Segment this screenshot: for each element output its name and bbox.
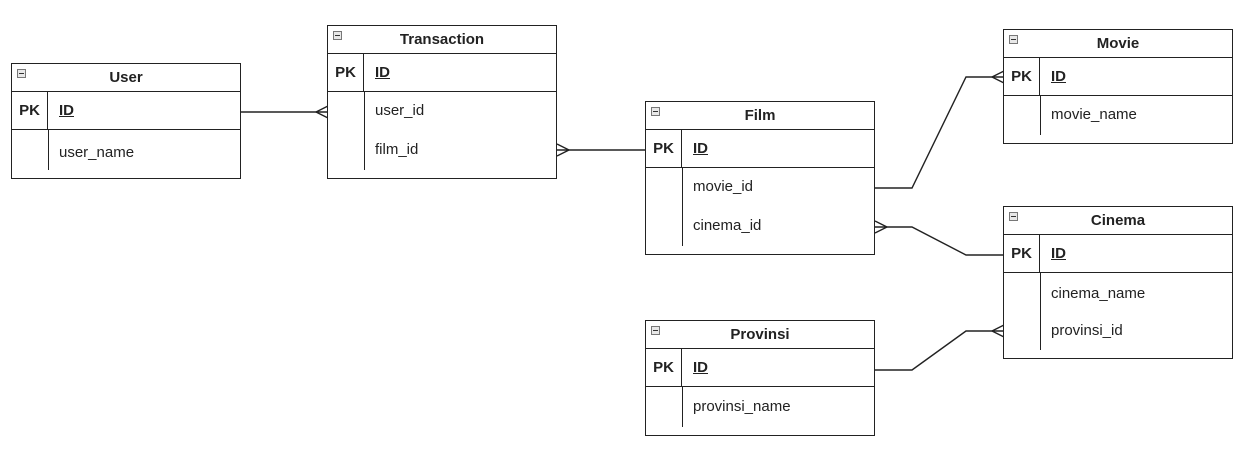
crows-foot-icon xyxy=(556,143,570,157)
primary-key-row[interactable]: PK ID xyxy=(1004,58,1232,96)
pk-label: PK xyxy=(646,349,682,386)
entity-title: Transaction xyxy=(399,31,485,48)
collapse-minus-icon[interactable] xyxy=(1009,35,1018,44)
attribute-field[interactable]: cinema_id xyxy=(693,217,762,234)
attribute-field[interactable]: provinsi_id xyxy=(1051,322,1123,339)
pk-field: ID xyxy=(1051,68,1066,85)
attribute-field[interactable]: movie_name xyxy=(1051,106,1137,123)
crows-foot-icon xyxy=(991,324,1005,338)
pk-field: ID xyxy=(693,359,708,376)
entity-provinsi[interactable]: Provinsi PK ID provinsi_name xyxy=(645,320,875,436)
attribute-field[interactable]: provinsi_name xyxy=(693,398,791,415)
attribute-list: provinsi_name xyxy=(646,387,874,435)
attribute-list: user_id film_id xyxy=(328,92,556,178)
crows-foot-icon xyxy=(315,105,329,119)
primary-key-row[interactable]: PK ID xyxy=(646,130,874,168)
attribute-list: user_name xyxy=(12,130,240,178)
connector-film-cinema[interactable] xyxy=(874,220,1004,256)
attribute-list: movie_id cinema_id xyxy=(646,168,874,254)
pk-label: PK xyxy=(646,130,682,167)
entity-movie[interactable]: Movie PK ID movie_name xyxy=(1003,29,1233,144)
entity-title: Film xyxy=(744,107,776,124)
entity-film[interactable]: Film PK ID movie_id cinema_id xyxy=(645,101,875,255)
attribute-field[interactable]: film_id xyxy=(375,141,419,158)
connector-user-transaction[interactable] xyxy=(241,105,329,119)
entity-title: Cinema xyxy=(1090,212,1146,229)
entity-header[interactable]: User xyxy=(12,64,240,92)
collapse-minus-icon[interactable] xyxy=(651,107,660,116)
primary-key-row[interactable]: PK ID xyxy=(328,54,556,92)
entity-title: Provinsi xyxy=(730,326,790,343)
entity-header[interactable]: Provinsi xyxy=(646,321,874,349)
collapse-minus-icon[interactable] xyxy=(651,326,660,335)
collapse-minus-icon[interactable] xyxy=(333,31,342,40)
pk-field: ID xyxy=(693,140,708,157)
pk-label: PK xyxy=(12,92,48,129)
crows-foot-icon xyxy=(991,70,1005,84)
entity-header[interactable]: Movie xyxy=(1004,30,1232,58)
primary-key-row[interactable]: PK ID xyxy=(12,92,240,130)
crows-foot-icon xyxy=(874,220,888,234)
entity-user[interactable]: User PK ID user_name xyxy=(11,63,241,179)
pk-label: PK xyxy=(328,54,364,91)
entity-title: Movie xyxy=(1096,35,1140,52)
attribute-list: movie_name xyxy=(1004,96,1232,143)
pk-field: ID xyxy=(59,102,74,119)
connector-provinsi-cinema[interactable] xyxy=(875,324,1005,371)
entity-transaction[interactable]: Transaction PK ID user_id film_id xyxy=(327,25,557,179)
pk-field: ID xyxy=(375,64,390,81)
entity-header[interactable]: Film xyxy=(646,102,874,130)
collapse-minus-icon[interactable] xyxy=(1009,212,1018,221)
pk-label: PK xyxy=(1004,58,1040,95)
entity-cinema[interactable]: Cinema PK ID cinema_name provinsi_id xyxy=(1003,206,1233,359)
connector-film-movie[interactable] xyxy=(875,70,1005,189)
attribute-field[interactable]: movie_id xyxy=(693,178,754,195)
entity-header[interactable]: Cinema xyxy=(1004,207,1232,235)
primary-key-row[interactable]: PK ID xyxy=(646,349,874,387)
primary-key-row[interactable]: PK ID xyxy=(1004,235,1232,273)
pk-label: PK xyxy=(1004,235,1040,272)
connector-transaction-film[interactable] xyxy=(556,143,645,157)
entity-header[interactable]: Transaction xyxy=(328,26,556,54)
attribute-list: cinema_name provinsi_id xyxy=(1004,273,1232,358)
entity-title: User xyxy=(109,69,143,86)
pk-field: ID xyxy=(1051,245,1066,262)
attribute-field[interactable]: user_id xyxy=(375,102,425,119)
collapse-minus-icon[interactable] xyxy=(17,69,26,78)
attribute-field[interactable]: cinema_name xyxy=(1051,285,1146,302)
attribute-field[interactable]: user_name xyxy=(59,144,135,161)
